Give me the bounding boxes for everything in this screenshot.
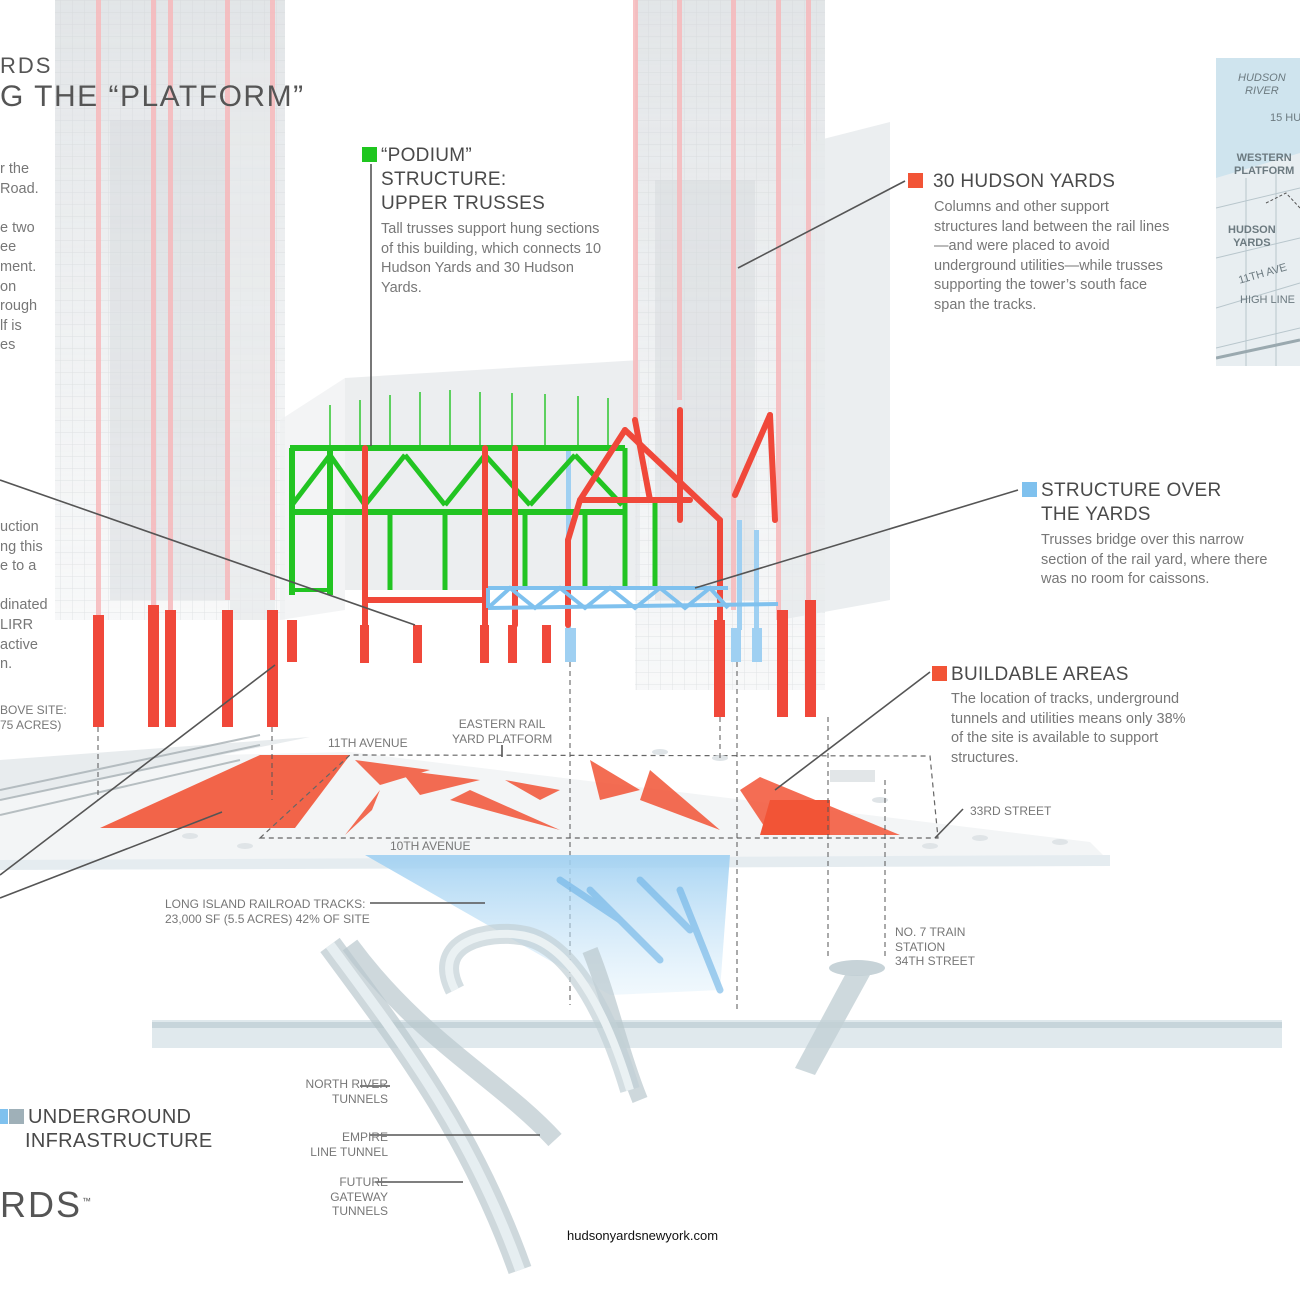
- left-fragment2-line-0: uction: [0, 519, 39, 535]
- structure-over-description: Trusses bridge over this narrow section …: [1041, 532, 1268, 588]
- site-fragment-line-2: 75 ACRES): [0, 717, 62, 732]
- no7-line-3: 34TH STREET: [895, 954, 976, 968]
- structure-over-legend-swatch: [1022, 482, 1037, 497]
- underground-heading: UNDERGROUND INFRASTRUCTURE: [0, 1105, 213, 1153]
- left-fragment2-line-2: e to a: [0, 558, 37, 575]
- empire-line-2: LINE TUNNEL: [310, 1144, 388, 1159]
- left-fragment-line-2: [0, 199, 39, 219]
- title-line-1: RDS: [0, 53, 53, 78]
- lirr-line-2: 23,000 SF (5.5 ACRES) 42% OF SITE: [165, 911, 370, 926]
- empire-line-1: EMPIRE: [341, 1130, 388, 1144]
- empire-label: EMPIRE LINE TUNNEL: [300, 1130, 388, 1159]
- drop-lines: [97, 662, 886, 1010]
- podium-description: Tall trusses support hung sections of th…: [381, 221, 602, 296]
- podium-heading-line-2: STRUCTURE:: [381, 169, 507, 190]
- website-link[interactable]: hudsonyardsnewyork.com: [567, 1228, 719, 1243]
- tower-truss: [362, 407, 778, 628]
- buildable-legend-swatch: [932, 666, 947, 681]
- lirr-tracks: [365, 855, 730, 995]
- podium-heading: “PODIUM” STRUCTURE: UPPER TRUSSES: [362, 144, 545, 216]
- underground-heading-line-1: UNDERGROUND: [0, 1105, 213, 1129]
- gateway-line-2: GATEWAY: [330, 1189, 388, 1204]
- underground-swatch-grey: [9, 1109, 24, 1124]
- support-columns: [93, 0, 816, 727]
- left-fragment2-line-5: LIRR: [0, 616, 34, 633]
- logo-trademark: ™: [82, 1196, 94, 1206]
- logo: RDS™: [0, 1184, 93, 1226]
- map-label-high-line: HIGH LINE: [1240, 294, 1296, 306]
- eleventh-ave-label: 11TH AVENUE: [328, 736, 408, 750]
- underground-swatch-blue: [0, 1109, 8, 1124]
- hudson30-heading: 30 HUDSON YARDS: [908, 170, 1115, 194]
- north-river-line-2: TUNNELS: [331, 1091, 388, 1106]
- site-plane: [0, 737, 1110, 870]
- lirr-label: LONG ISLAND RAILROAD TRACKS: 23,000 SF (…: [165, 897, 370, 926]
- buildable-description: The location of tracks, underground tunn…: [951, 691, 1186, 766]
- left-fragment2-line-6: active: [0, 636, 38, 653]
- podium-legend-swatch: [362, 147, 377, 162]
- podium-heading-line-1: “PODIUM”: [362, 144, 545, 168]
- no7-line-1: NO. 7 TRAIN: [895, 925, 966, 939]
- left-fragment-line-3: e two: [0, 219, 35, 236]
- left-fragment-line-5: ment.: [0, 258, 37, 275]
- eastern-rail-label: EASTERN RAIL YARD PLATFORM: [452, 717, 552, 746]
- structure-over-heading: STRUCTURE OVER THE YARDS: [1022, 479, 1222, 527]
- left-fragment2-line-4: dinated: [0, 597, 48, 614]
- hudson30-legend-swatch: [908, 173, 923, 188]
- tower-right-ghost: [635, 0, 890, 690]
- no7-line-2: STATION: [895, 939, 946, 954]
- inset-map-art: [1216, 153, 1300, 366]
- tunnels: [152, 923, 1282, 1275]
- left-fragment-line-4: ee: [0, 239, 17, 256]
- left-fragment-line-8: lf is: [0, 317, 22, 334]
- leader-lines: [0, 164, 1019, 1183]
- buildable-heading: BUILDABLE AREAS: [932, 663, 1129, 687]
- thirty-third-street-label: 33RD STREET: [970, 804, 1052, 818]
- structure-over-heading-line-2: THE YARDS: [1041, 504, 1151, 525]
- site-fragment: BOVE SITE: 75 ACRES): [0, 703, 67, 732]
- left-fragment2-line-7: n.: [0, 656, 13, 673]
- logo-text: RDS: [0, 1184, 83, 1225]
- eastern-rail-line-2: YARD PLATFORM: [452, 731, 553, 746]
- tenth-ave-label: 10TH AVENUE: [390, 839, 471, 853]
- gateway-line-1: FUTURE: [339, 1175, 388, 1189]
- gateway-line-3: TUNNELS: [331, 1204, 388, 1218]
- left-fragment-line-6: on: [0, 278, 17, 295]
- left-fragment-line-9: es: [0, 337, 16, 354]
- podium-heading-line-3: UPPER TRUSSES: [381, 193, 546, 214]
- lirr-line-1: LONG ISLAND RAILROAD TRACKS:: [165, 897, 366, 911]
- left-fragment2-line-3: [0, 577, 48, 597]
- left-fragment-line-1: Road.: [0, 180, 39, 197]
- eastern-rail-line-1: EASTERN RAIL: [458, 717, 546, 731]
- no7-station-label: NO. 7 TRAIN STATION 34TH STREET: [895, 925, 975, 969]
- bridge-truss: [486, 585, 779, 611]
- north-river-line-1: NORTH RIVER: [305, 1077, 388, 1091]
- underground-heading-line-2: INFRASTRUCTURE: [25, 1130, 213, 1152]
- left-fragment2-line-1: ng this: [0, 538, 43, 555]
- gateway-label: FUTURE GATEWAY TUNNELS: [300, 1175, 388, 1219]
- high-line: [0, 734, 261, 816]
- page-title: G THE “PLATFORM”: [0, 80, 305, 113]
- left-fragment-line-0: r the: [0, 161, 30, 177]
- structure-over-heading-line-1: STRUCTURE OVER: [1022, 479, 1222, 503]
- site-fragment-line-1: BOVE SITE:: [0, 703, 67, 717]
- left-fragment-line-7: rough: [0, 298, 38, 315]
- north-river-label: NORTH RIVER TUNNELS: [300, 1077, 388, 1106]
- podium-truss: [289, 390, 658, 595]
- hudson30-description: Columns and other support structures lan…: [934, 199, 1170, 313]
- map-label-15-hudson: 15 HU: [1270, 112, 1300, 124]
